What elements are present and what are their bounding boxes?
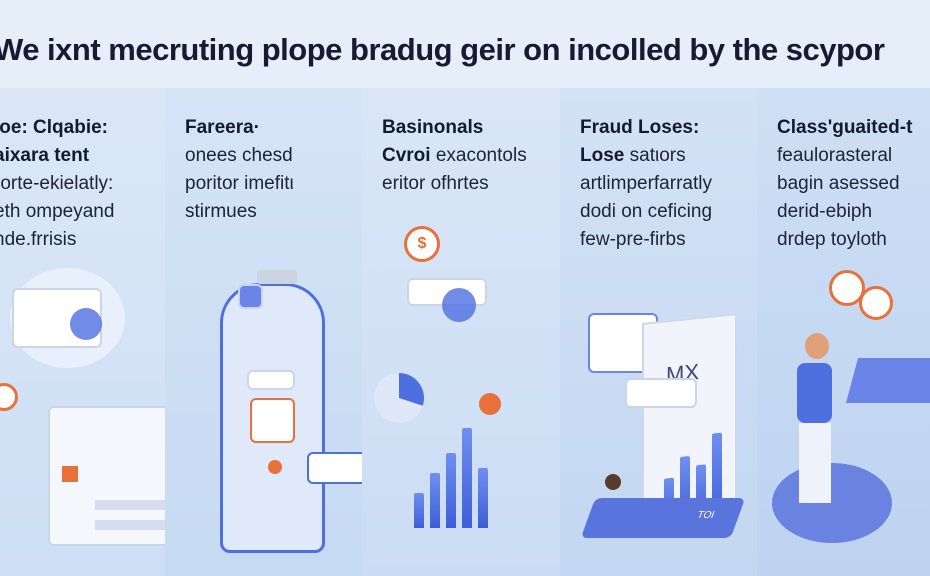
column-subheading: Lose: [580, 145, 625, 166]
person-figure: [797, 363, 832, 423]
column-heading: Fareera·: [185, 117, 260, 138]
document-sheet: [845, 358, 930, 403]
person-head: [805, 333, 829, 359]
column-4: Fraud Loses: Lose satιors artlimperfarra…: [560, 88, 757, 576]
column-line: poritor imefitι: [185, 173, 294, 194]
page-title: We ixnt mecruting plope bradug geir on i…: [0, 32, 885, 67]
pie-chart-icon: [374, 373, 424, 423]
column-line: few-pre-firbs: [580, 229, 686, 250]
list-line: [95, 520, 165, 530]
label-card: [247, 370, 295, 390]
column-line: artlimperfarratly: [580, 173, 712, 194]
column-heading: Basinonals: [382, 117, 484, 138]
list-line: [95, 500, 165, 510]
alert-card: [625, 378, 697, 408]
column-line: satιors: [629, 145, 686, 166]
platform-disc: [772, 463, 892, 543]
bar-chart: [392, 418, 532, 528]
laptop-illustration: TOI: [580, 498, 746, 538]
bottle-cap: [257, 270, 297, 284]
column-line: derid-ebiph: [777, 201, 873, 222]
document-card: [250, 398, 295, 443]
column-1: ioe: Clqabie: aixara tent rorte-ekielatl…: [0, 88, 165, 576]
column-line: nde.frrisis: [0, 229, 77, 250]
column-line: dodi on ceficing: [580, 201, 713, 222]
fingerprint-icon: [70, 308, 102, 340]
column-subheading: Cvroi: [382, 145, 431, 166]
person-legs: [799, 423, 831, 503]
column-heading: ioe: Clqabie:: [0, 117, 109, 138]
dollar-coin-icon: [0, 383, 18, 411]
column-line: eritor ofhrtes: [382, 173, 489, 194]
column-3: Basinonals Cvroi exacontols eritor ofhrt…: [362, 88, 560, 576]
column-line: onees chesd: [185, 145, 293, 166]
gear-icon: [479, 393, 501, 415]
person-figure: [268, 460, 282, 474]
column-line: bagin asessed: [777, 173, 900, 194]
column-5: Class'guaited-t feaulorasteral bagin ase…: [757, 88, 930, 576]
column-line: stirmues: [185, 201, 257, 222]
column-line: feaulorasteral: [777, 145, 893, 166]
column-subheading: aixara tent: [0, 145, 90, 166]
dollar-coin-icon: $: [404, 226, 440, 262]
column-2: Fareera· onees chesd poritor imefitι sti…: [165, 88, 362, 576]
chat-bubble-icon: [859, 286, 893, 320]
app-icon: [238, 284, 263, 309]
column-heading: Class'guaited-t: [777, 117, 913, 138]
infographic-columns: ioe: Clqabie: aixara tent rorte-ekielatl…: [0, 88, 930, 576]
globe-icon: [442, 288, 476, 322]
column-line: drdep toyloth: [777, 229, 887, 250]
checkmark-icon: [62, 466, 78, 482]
laptop-label: TOI: [695, 510, 716, 521]
column-line: eth ompeyand: [0, 201, 115, 222]
column-line: rorte-ekielatly:: [0, 173, 114, 194]
chat-bubble-icon: [307, 452, 362, 484]
person-figure: [605, 474, 621, 490]
column-line: exacontols: [435, 145, 527, 166]
column-heading: Fraud Loses:: [580, 117, 700, 138]
